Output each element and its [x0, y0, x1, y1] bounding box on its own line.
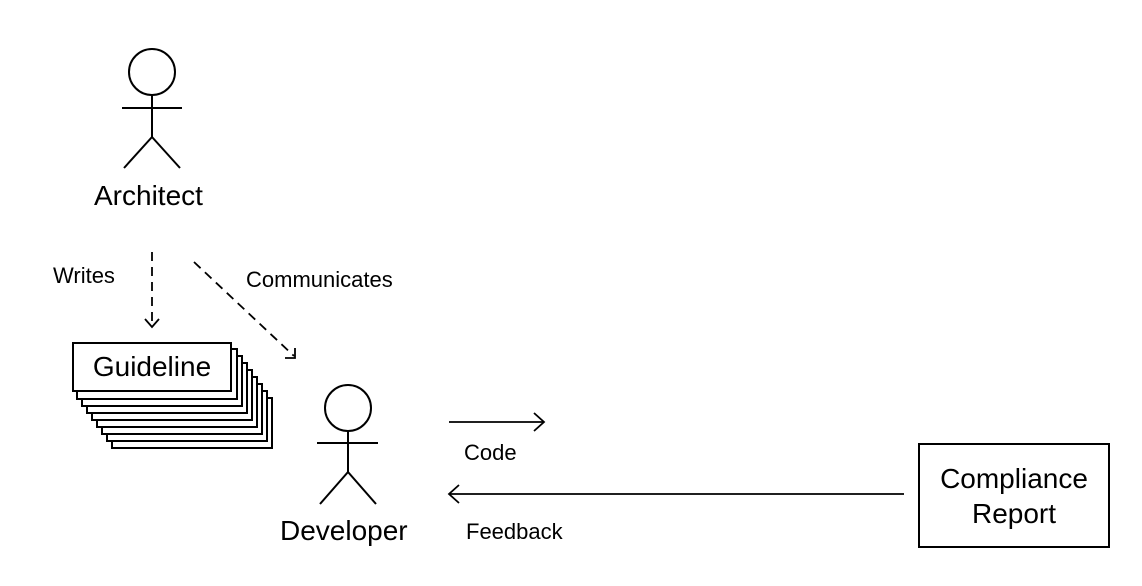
code-arrow [449, 412, 546, 432]
compliance-report-box: Compliance Report [918, 443, 1110, 548]
writes-label: Writes [53, 263, 115, 288]
compliance-report-label-line2: Report [971, 497, 1057, 529]
architect-head [128, 48, 176, 96]
developer-label: Developer [280, 515, 408, 546]
communicates-arrow [193, 261, 296, 359]
architect-label: Architect [94, 180, 203, 211]
architect-figure [122, 48, 182, 169]
architect-right-leg [151, 136, 181, 169]
writes-arrow [144, 252, 160, 329]
code-label: Code [464, 440, 517, 465]
developer-head [324, 384, 372, 432]
architect-left-leg [123, 136, 153, 169]
compliance-report-label-line1: Compliance [940, 462, 1088, 494]
guideline-document: Guideline [72, 342, 232, 392]
developer-left-leg [319, 471, 349, 505]
guideline-label: Guideline [92, 351, 212, 382]
developer-right-leg [347, 471, 377, 505]
feedback-label: Feedback [466, 519, 563, 544]
feedback-arrow [447, 484, 904, 504]
communicates-label: Communicates [246, 267, 393, 292]
developer-figure [317, 384, 378, 505]
